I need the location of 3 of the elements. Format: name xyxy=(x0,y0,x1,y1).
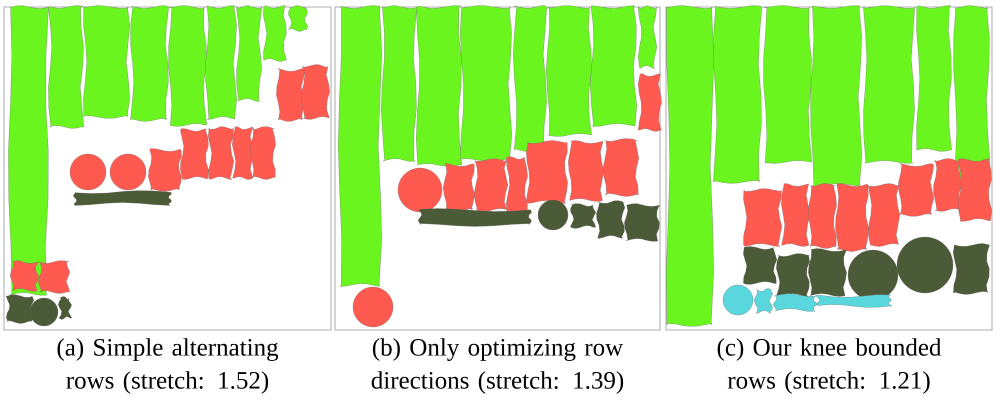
caption: (c) Our knee bounded rows (stretch: 1.21) xyxy=(718,338,942,394)
caption: (a) Simple alternating rows (stretch: 1.52) xyxy=(58,338,278,394)
caption: (b) Only optimizing row directions (stretch: 1.39) xyxy=(372,338,624,394)
